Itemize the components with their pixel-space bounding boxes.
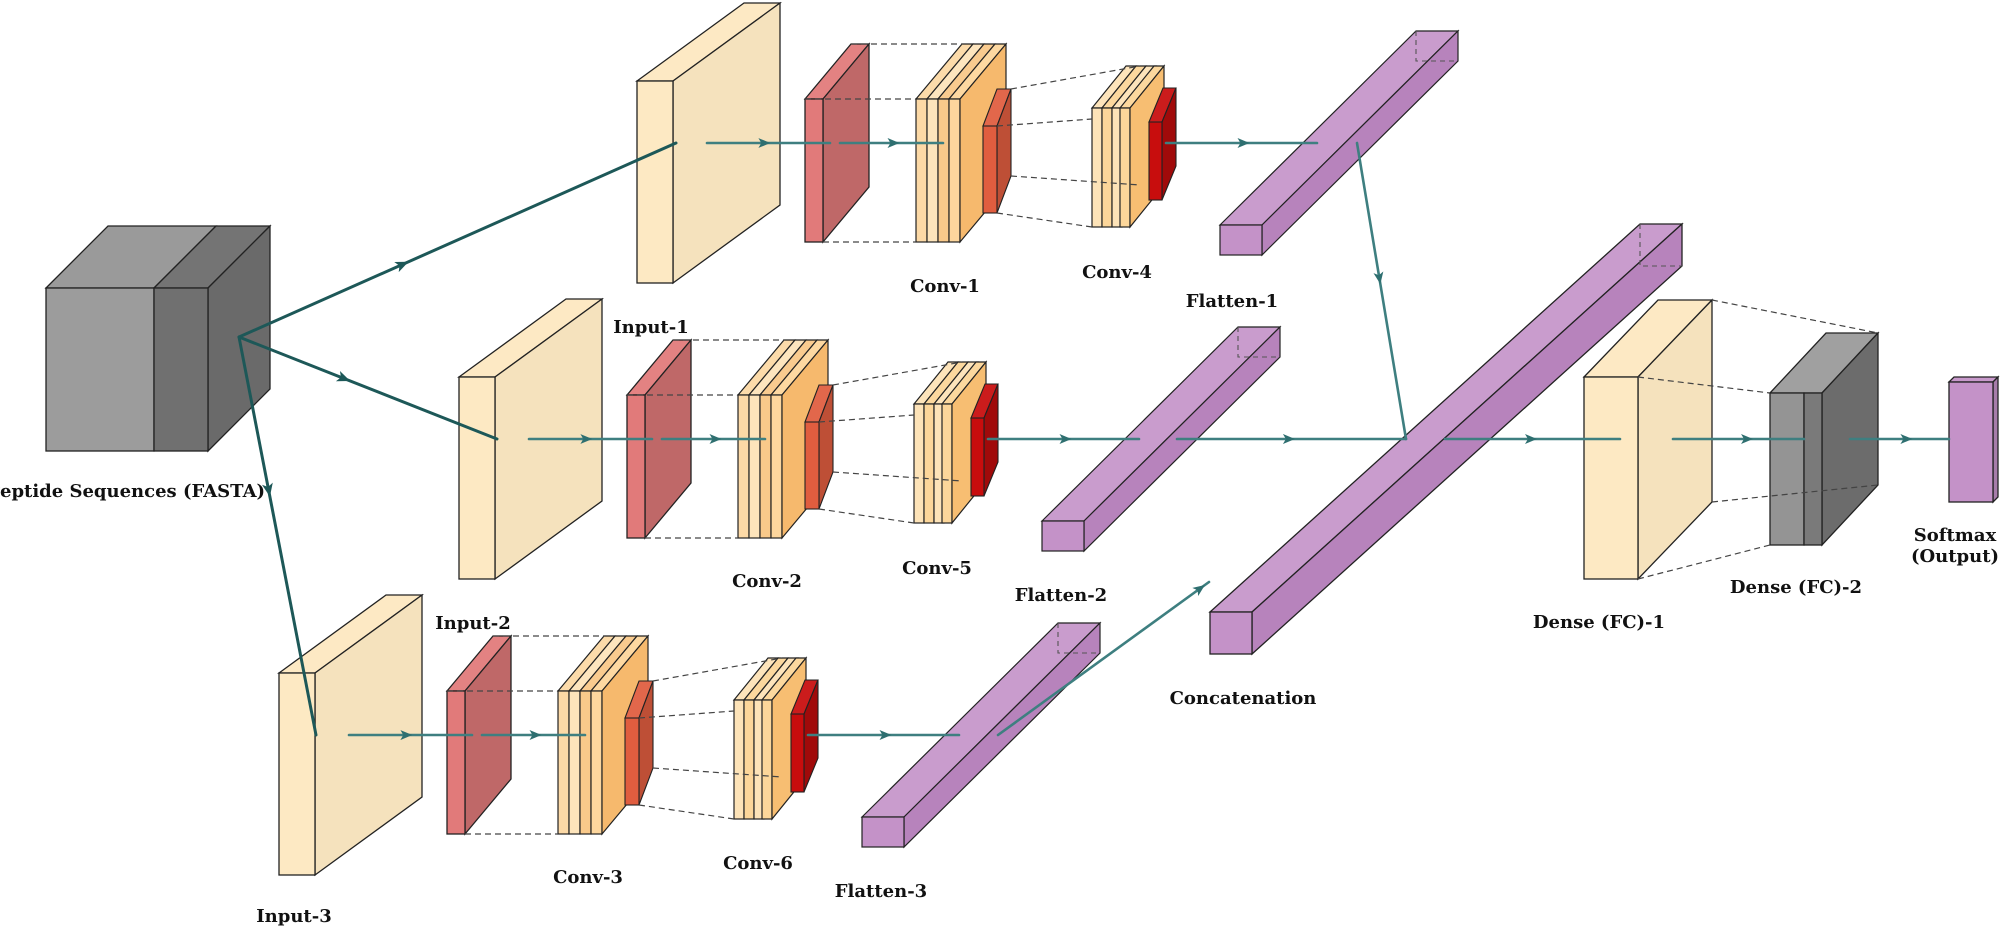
flatten-1-layer bbox=[1218, 29, 1460, 257]
proj-2-d bbox=[818, 414, 915, 423]
conv-3-kernel bbox=[624, 680, 654, 806]
proj-dense-c bbox=[1711, 484, 1879, 503]
layer-shapes bbox=[44, 1, 2000, 877]
label-conv-4: Conv-4 bbox=[1082, 262, 1152, 283]
proj-1-f bbox=[996, 212, 1093, 228]
label-flatten-1: Flatten-1 bbox=[1186, 291, 1278, 312]
proj-3-e bbox=[652, 657, 783, 682]
softmax-output-layer bbox=[1947, 375, 2000, 504]
proj-1-e bbox=[1010, 65, 1141, 90]
arrow-cube-to-input-1 bbox=[237, 141, 678, 339]
label-conv-5: Conv-5 bbox=[902, 558, 972, 579]
label-conv-1: Conv-1 bbox=[910, 276, 980, 297]
proj-1-d bbox=[996, 118, 1093, 127]
label-conv-3: Conv-3 bbox=[553, 867, 623, 888]
flatten-3-layer bbox=[860, 621, 1102, 849]
label-flatten-3: Flatten-3 bbox=[835, 881, 927, 902]
proj-dense-b bbox=[1637, 544, 1771, 580]
connection-arrows bbox=[237, 138, 1951, 740]
conv-1-kernel bbox=[982, 88, 1012, 214]
label-conv-2: Conv-2 bbox=[732, 571, 802, 592]
label-peptide-sequences: Peptide Sequences (FASTA) bbox=[0, 481, 265, 502]
proj-2-e bbox=[832, 361, 963, 386]
conv-1-block bbox=[914, 42, 1008, 244]
label-softmax: Softmax bbox=[1914, 525, 1997, 546]
proj-dense-a bbox=[1711, 299, 1879, 334]
label-conv-6: Conv-6 bbox=[723, 853, 793, 874]
arrow-cube-to-input-3 bbox=[237, 335, 318, 737]
label-dense-1: Dense (FC)-1 bbox=[1533, 612, 1665, 633]
proj-2-g bbox=[832, 471, 963, 482]
label-softmax-output: (Output) bbox=[1911, 546, 1999, 567]
peptide-sequences-cube bbox=[44, 224, 272, 453]
conv-3-filter bbox=[445, 634, 513, 836]
label-flatten-2: Flatten-2 bbox=[1015, 585, 1107, 606]
proj-3-d bbox=[638, 710, 735, 719]
label-input-2: Input-2 bbox=[435, 613, 511, 634]
proj-1-g bbox=[1010, 175, 1141, 186]
proj-3-f bbox=[638, 804, 735, 820]
label-concatenation: Concatenation bbox=[1170, 688, 1317, 709]
arrow-flatten-3-to-concat bbox=[996, 580, 1211, 737]
dense-1-layer bbox=[1582, 298, 1714, 581]
proj-2-f bbox=[818, 508, 915, 524]
arrow-flatten-1-to-concat bbox=[1355, 141, 1408, 441]
labels: Peptide Sequences (FASTA) Input-1 Input-… bbox=[0, 262, 1999, 926]
arrow-cube-to-input-2 bbox=[237, 335, 499, 441]
conv-2-kernel bbox=[804, 384, 834, 510]
proj-dense-d bbox=[1637, 376, 1771, 394]
label-input-3: Input-3 bbox=[256, 906, 332, 926]
label-input-1: Input-1 bbox=[613, 317, 689, 338]
label-dense-2: Dense (FC)-2 bbox=[1730, 577, 1862, 598]
proj-3-g bbox=[652, 767, 783, 778]
